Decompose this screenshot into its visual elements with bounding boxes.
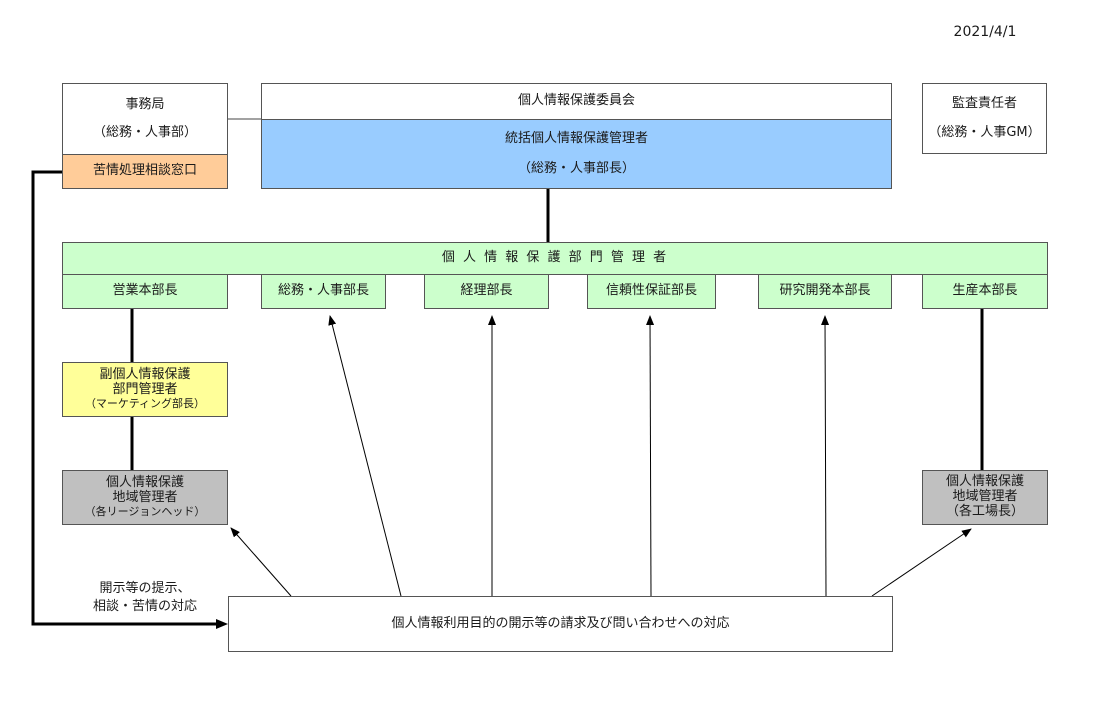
- chief-manager-sub: （総務・人事部長）: [517, 161, 635, 176]
- regional-left-box: 個人情報保護 地域管理者 （各リージョンヘッド）: [62, 470, 228, 525]
- deputy-box: 副個人情報保護 部門管理者 （マーケティング部長）: [62, 362, 228, 417]
- dept-keiri: 経理部長: [424, 274, 549, 309]
- dept-shinrai: 信頼性保証部長: [587, 274, 716, 309]
- complaint-arrowhead: [216, 619, 228, 629]
- committee-title: 個人情報保護委員会: [517, 93, 635, 109]
- arrow-to-kenkyu: [821, 315, 830, 597]
- request-box: 個人情報利用目的の開示等の請求及び問い合わせへの対応: [228, 596, 893, 652]
- regional-left-line1: 個人情報保護: [105, 475, 184, 491]
- dept-kenkyu-label: 研究開発本部長: [779, 283, 871, 299]
- dept-sales: 営業本部長: [62, 274, 228, 309]
- regional-right-line2: 地域管理者: [952, 489, 1018, 505]
- audit-title: 監査責任者: [951, 96, 1017, 112]
- regional-right-line1: 個人情報保護: [945, 474, 1024, 490]
- chief-manager-title: 統括個人情報保護管理者: [504, 130, 648, 146]
- dept-shinrai-label: 信頼性保証部長: [605, 283, 697, 299]
- audit-sub: （総務・人事GM）: [928, 124, 1041, 140]
- dept-production: 生産本部長: [922, 274, 1048, 309]
- secretariat-sub: （総務・人事部）: [92, 125, 197, 140]
- deputy-line1: 副個人情報保護: [99, 367, 191, 383]
- audit-box: 監査責任者 （総務・人事GM）: [922, 83, 1047, 154]
- complaint-window-label: 苦情処理相談窓口: [92, 163, 197, 179]
- committee-box: 個人情報保護委員会: [261, 83, 892, 120]
- chief-manager-box: 統括個人情報保護管理者 （総務・人事部長）: [261, 119, 892, 189]
- secretariat-title: 事務局: [125, 96, 165, 112]
- deputy-line3: （マーケティング部長）: [84, 397, 206, 411]
- side-label-line2: 相談・苦情の対応: [92, 598, 197, 614]
- arrow-to-soumu: [328, 315, 402, 597]
- dept-production-label: 生産本部長: [952, 283, 1018, 299]
- request-box-label: 個人情報利用目的の開示等の請求及び問い合わせへの対応: [391, 615, 730, 631]
- dept-keiri-label: 経理部長: [460, 283, 513, 299]
- side-label-line1: 開示等の提示、: [99, 581, 191, 596]
- regional-left-line3: （各リージョンヘッド）: [84, 505, 206, 519]
- date-label: 2021/4/1: [953, 24, 1017, 40]
- side-label: 開示等の提示、 相談・苦情の対応: [70, 580, 220, 615]
- arrow-to-shinrai: [646, 315, 655, 597]
- deputy-line2: 部門管理者: [112, 382, 178, 398]
- arrow-to-regional-right: [871, 528, 972, 597]
- regional-right-box: 個人情報保護 地域管理者 （各工場長）: [922, 470, 1048, 525]
- regional-left-line2: 地域管理者: [112, 490, 178, 506]
- arrow-to-regional-left: [230, 527, 292, 597]
- secretariat-box: 事務局 （総務・人事部）: [62, 83, 228, 155]
- dept-manager-header-label: 個 人 情 報 保 護 部 門 管 理 者: [441, 250, 669, 266]
- dept-soumu: 総務・人事部長: [261, 274, 386, 309]
- regional-right-line3: （各工場長）: [945, 503, 1024, 519]
- dept-soumu-label: 総務・人事部長: [277, 283, 369, 299]
- dept-manager-header: 個 人 情 報 保 護 部 門 管 理 者: [62, 242, 1048, 275]
- dept-kenkyu: 研究開発本部長: [758, 274, 892, 309]
- complaint-request-link: [31, 170, 220, 626]
- dept-sales-label: 営業本部長: [112, 283, 178, 299]
- complaint-window-box: 苦情処理相談窓口: [62, 154, 228, 189]
